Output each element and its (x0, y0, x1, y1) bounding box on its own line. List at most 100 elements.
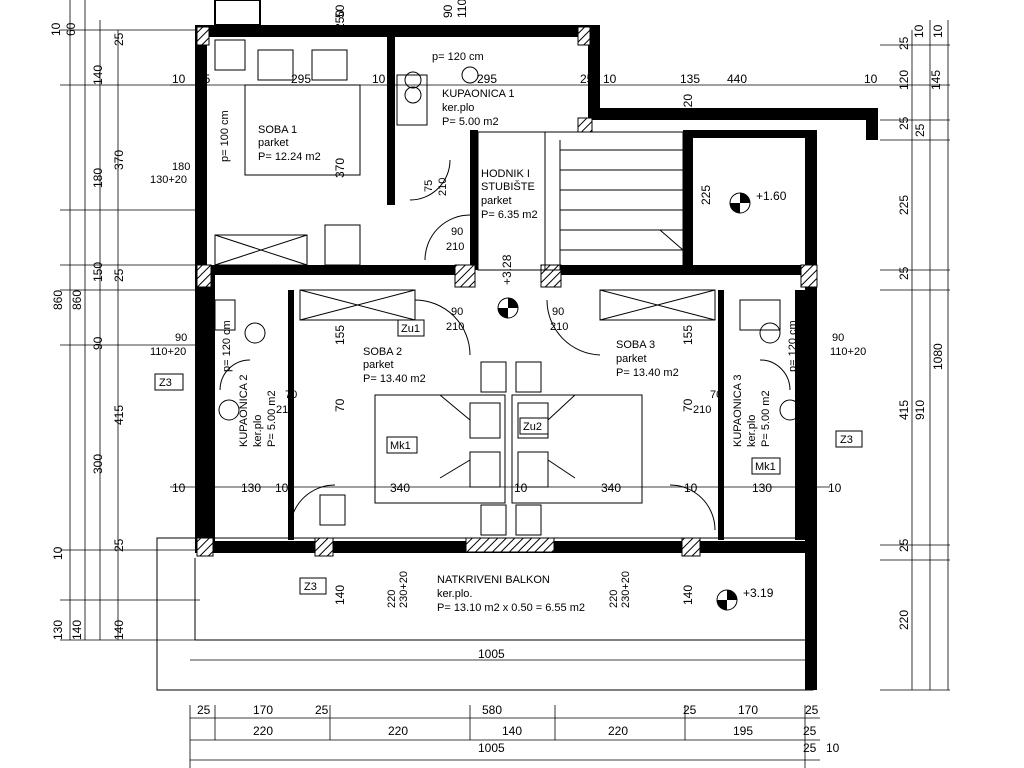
opening-110-20-left: 110+20 (150, 346, 186, 358)
opening-p120-right: p= 120 cm (787, 320, 799, 372)
dim-top-row: 10 (172, 72, 186, 86)
dim-inner: 70 (333, 398, 347, 412)
level-upper: +1.60 (756, 189, 787, 203)
dim-mid-row: 10 (684, 481, 698, 495)
opening-210-soba2: 210 (446, 321, 464, 333)
tag-z3-right: Z3 (840, 434, 853, 446)
level-marker-upper (729, 192, 751, 214)
hatched-walls (196, 26, 818, 557)
dim-top-row: 25 (580, 72, 594, 86)
dim-left-col: 180 (91, 168, 105, 188)
dim-inner: 155 (681, 325, 695, 345)
dim-left-col: 130 (51, 620, 65, 640)
dim-bottom-row1: 25 (315, 703, 329, 717)
dim-mid-row: 25 (804, 481, 818, 495)
dim-left-col: 10 (49, 22, 63, 36)
opening-90-soba3: 90 (552, 306, 564, 318)
dim-inner: 50 (333, 4, 347, 18)
room-soba1-area: P= 12.24 m2 (258, 151, 321, 163)
room-kupaonica3-floor: ker.plo (746, 415, 758, 447)
dim-left-col: 25 (112, 268, 126, 282)
room-kupaonica1-floor: ker.plo (442, 102, 474, 114)
furniture (214, 39, 801, 536)
dim-top-row: 10 (372, 72, 386, 86)
room-hodnik-floor: parket (481, 195, 512, 207)
opening-75: 75 (423, 180, 435, 192)
dim-inner: 140 (333, 585, 347, 605)
dim-top-row: 25 (197, 72, 211, 86)
dim-bottom-tail: 25 (803, 741, 817, 755)
room-soba2-name: SOBA 2 (363, 346, 402, 358)
dim-inner: 225 (699, 185, 713, 205)
door-swings (219, 159, 791, 531)
dim-bottom-row1: 170 (253, 703, 273, 717)
dim-left-col: 300 (91, 454, 105, 474)
opening-210-soba3: 210 (550, 321, 568, 333)
room-kupaonica2-name: KUPAONICA 2 (238, 374, 250, 447)
room-soba3-area: P= 13.40 m2 (616, 367, 679, 379)
dim-right-col: 25 (897, 116, 911, 130)
opening-220-230-right: 220 (608, 590, 620, 608)
dim-left-col: 25 (112, 32, 126, 46)
dim-left-col: 370 (112, 150, 126, 170)
opening-230-20-left: 230+20 (398, 571, 410, 608)
opening-90-right: 90 (832, 332, 844, 344)
opening-210-hodnik: 210 (446, 241, 464, 253)
dim-left-col: 90 (91, 336, 105, 350)
dim-bottom-row1: 25 (197, 703, 211, 717)
opening-p100: p= 100 cm (219, 110, 231, 162)
dim-bottom-row1: 580 (482, 703, 502, 717)
room-kupaonica3-area: P= 5.00 m2 (760, 390, 772, 447)
room-kupaonica2-area: P= 5.00 m2 (266, 390, 278, 447)
dim-left-col: 140 (91, 65, 105, 85)
left-dimension-lines (60, 0, 200, 641)
dim-top-row: 10 (864, 72, 878, 86)
dim-right-col: 220 (897, 610, 911, 630)
opening-p120-top: p= 120 cm (432, 51, 484, 63)
dim-left-col: 150 (91, 262, 105, 282)
dim-mid-row: 10 (514, 481, 528, 495)
tag-boxes (154, 319, 863, 595)
dim-right-col: 145 (929, 70, 943, 90)
dim-mid-row: 25 (197, 481, 211, 495)
right-dimension-lines (880, 20, 950, 691)
room-soba2-floor: parket (363, 359, 394, 371)
dim-inner: 70 (681, 398, 695, 412)
dim-right-col: 25 (913, 123, 927, 137)
tag-z3-balcony: Z3 (304, 581, 317, 593)
dim-right-col: 10 (931, 24, 945, 38)
dim-top-row: 295 (477, 72, 497, 86)
tag-z3-left: Z3 (159, 377, 172, 389)
dim-mid-row: 340 (390, 481, 410, 495)
dim-inner: 155 (333, 325, 347, 345)
dim-right-col: 25 (897, 36, 911, 50)
opening-210-kup3: 210 (693, 404, 711, 416)
room-kupaonica2-floor: ker.plo (252, 415, 264, 447)
opening-210-kup2: 210 (276, 404, 294, 416)
dim-bottom-row2: 220 (253, 724, 273, 738)
tag-zu2: Zu2 (523, 421, 542, 433)
balcony-width: 1005 (478, 647, 505, 661)
tag-zu1: Zu1 (401, 323, 420, 335)
bottom-dimension-lines (189, 659, 820, 768)
dim-inner: 370 (333, 158, 347, 178)
balcony-outline (156, 537, 814, 691)
dim-mid-row: 340 (601, 481, 621, 495)
dim-inner: 250 (333, 10, 347, 30)
dim-right-col: 25 (897, 266, 911, 280)
dim-bottom-row1: 25 (683, 703, 697, 717)
dim-top-row: 440 (727, 72, 747, 86)
room-hodnik-name2: STUBIŠTE (481, 180, 535, 193)
staircase (477, 131, 684, 271)
room-soba1-floor: parket (258, 137, 289, 149)
dim-bottom-row1: 25 (805, 703, 819, 717)
opening-90-left: 90 (175, 332, 187, 344)
room-balkon-floor: ker.plo. (437, 588, 472, 600)
dim-left-860a: 860 (51, 290, 65, 310)
room-kupaonica3-name: KUPAONICA 3 (732, 374, 744, 447)
dim-left-col: 10 (51, 546, 65, 560)
